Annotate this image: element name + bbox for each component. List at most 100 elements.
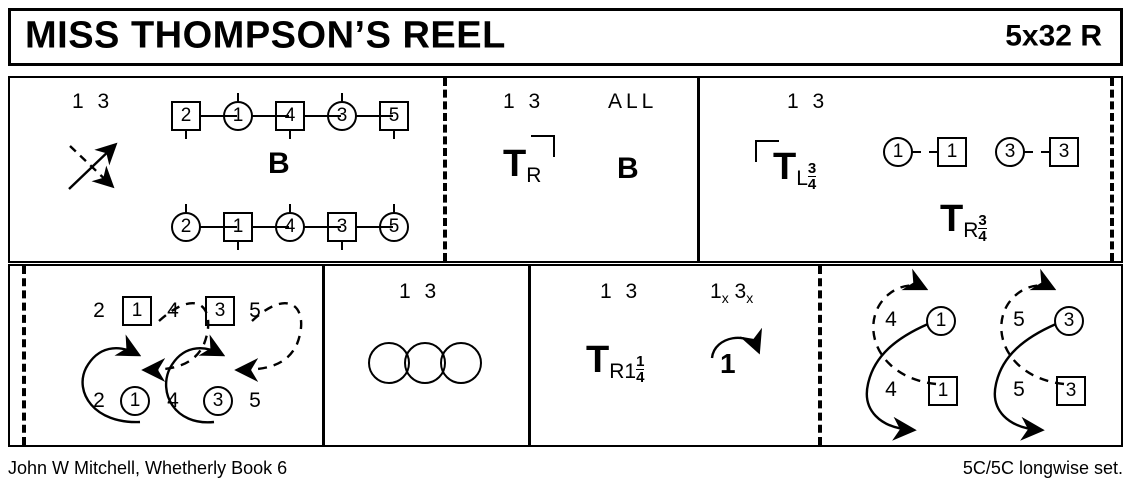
fraction-numerator: 1 xyxy=(636,352,645,370)
turn-hand: R xyxy=(963,219,979,242)
dancer-link xyxy=(199,115,237,117)
position-number: 5 xyxy=(249,389,261,412)
dancer-circle: 1 xyxy=(223,93,253,131)
dancer-square: 1 xyxy=(929,137,967,167)
footer-attribution: John W Mitchell, Whetherly Book 6 xyxy=(8,458,288,478)
turn-hand: R xyxy=(526,164,542,187)
cue-number: 1 xyxy=(710,280,722,303)
fraction-numerator: 3 xyxy=(807,159,817,177)
facing-tick-icon xyxy=(393,130,395,139)
bar-divider-solid xyxy=(322,266,325,445)
position-number: 4 xyxy=(167,299,179,322)
cue-label-crossed: 1x 3x xyxy=(710,280,753,306)
hand-corner-icon xyxy=(531,135,555,157)
turn-fraction: 3 4 xyxy=(978,211,987,245)
dancer-square: 3 xyxy=(205,296,235,326)
position-number: 4 xyxy=(167,389,179,412)
dancer-circle: 4 xyxy=(275,204,305,242)
facing-tick-icon xyxy=(289,130,291,139)
dancer-label: 5 xyxy=(388,216,400,237)
turn-symbol: TR xyxy=(503,145,541,186)
staff-row-2: 2 1 4 3 5 2 1 4 3 5 1 3 xyxy=(8,264,1123,447)
bar-2-3: 1 3 1x 3x TR1 1 4 1 xyxy=(528,266,818,445)
turn-letter: T xyxy=(773,146,797,188)
turn-symbol-right: TR 3 4 xyxy=(940,200,987,244)
facing-tick-icon xyxy=(1024,151,1033,153)
dancer-label: 3 xyxy=(336,105,348,126)
dancer-link xyxy=(199,226,237,228)
position-number: 2 xyxy=(93,389,105,412)
dancer-link xyxy=(303,115,341,117)
position-number: 5 xyxy=(249,299,261,322)
circle-shape xyxy=(440,342,482,384)
dancer-square: 1 xyxy=(928,376,958,406)
dancer-circle: 1 xyxy=(883,137,921,167)
turn-hand: L xyxy=(796,167,808,190)
fraction-denominator: 4 xyxy=(807,176,817,193)
bar-2-1: 2 1 4 3 5 2 1 4 3 5 xyxy=(22,266,322,445)
facing-tick-icon xyxy=(185,204,187,213)
dancer-link xyxy=(355,115,393,117)
dancer-label: 2 xyxy=(180,216,192,237)
birl-label: B xyxy=(268,147,290,180)
cue-label: 1 3 xyxy=(787,90,829,113)
staff-row-1: 1 3 2 xyxy=(8,76,1123,263)
cross-arrows-icon xyxy=(68,142,118,190)
dancer-square: 1 xyxy=(223,212,253,250)
facing-tick-icon xyxy=(1041,151,1050,153)
facing-tick-icon xyxy=(289,204,291,213)
birl-label: B xyxy=(617,152,639,185)
dancer-square: 3 xyxy=(327,212,357,250)
dancer-circle: 1 xyxy=(120,386,150,416)
hand-corner-icon xyxy=(755,140,779,162)
facing-tick-icon xyxy=(185,130,187,139)
page-title: MISS THOMPSON’S REEL xyxy=(25,14,506,57)
turn-hand: R1 xyxy=(609,360,637,383)
fraction-numerator: 3 xyxy=(978,211,987,229)
cue-cross-mark: x xyxy=(721,290,729,307)
cue-label: 1 3 xyxy=(399,280,441,303)
cue-number: 3 xyxy=(734,280,747,303)
footer-set-type: 5C/5C longwise set. xyxy=(962,458,1123,478)
facing-tick-icon xyxy=(393,204,395,213)
bar-2-2: 1 3 xyxy=(322,266,528,445)
position-number: 5 xyxy=(1013,308,1025,331)
turn-fraction: 3 4 xyxy=(807,159,817,193)
dancer-label: 3 xyxy=(1063,310,1075,331)
dancer-label: 3 xyxy=(1004,141,1016,162)
dancer-square: 5 xyxy=(379,101,409,139)
turn-letter: T xyxy=(586,339,610,381)
dancer-link xyxy=(251,115,289,117)
turn-symbol: TR1 1 4 xyxy=(586,339,645,386)
dancer-label: 3 xyxy=(1065,380,1077,401)
dancer-label: 1 xyxy=(232,105,244,126)
dancer-label: 1 xyxy=(131,300,143,321)
dancer-label: 4 xyxy=(284,105,296,126)
title-bar: MISS THOMPSON’S REEL 5x32 R xyxy=(8,8,1123,66)
dancer-circle: 3 xyxy=(203,386,233,416)
bar-1-2: 1 3 ALL TR B xyxy=(443,78,697,261)
bar-2-4: 4 1 4 1 5 3 5 3 xyxy=(818,266,1121,445)
dancer-square: 4 xyxy=(275,101,305,139)
dancer-link xyxy=(355,226,393,228)
dancer-link xyxy=(303,226,341,228)
turn-fraction: 1 4 xyxy=(636,352,645,386)
fraction-denominator: 4 xyxy=(978,228,987,245)
cue-label: 1 3 xyxy=(503,90,545,113)
dancer-circle: 5 xyxy=(379,204,409,242)
position-number: 2 xyxy=(93,299,105,322)
dancer-label: 1 xyxy=(937,380,949,401)
bar-divider-solid xyxy=(697,78,700,261)
dancer-square: 3 xyxy=(1041,137,1079,167)
turn-letter: T xyxy=(940,198,964,240)
dancer-label: 3 xyxy=(212,390,224,411)
dancer-circle: 1 xyxy=(926,306,956,336)
bar-divider-solid xyxy=(528,266,531,445)
dancer-label: 3 xyxy=(1058,141,1070,162)
dancer-label: 3 xyxy=(214,300,226,321)
dancer-link xyxy=(251,226,289,228)
arc-count-label: 1 xyxy=(720,348,736,379)
facing-tick-icon xyxy=(929,151,938,153)
facing-tick-icon xyxy=(341,93,343,102)
